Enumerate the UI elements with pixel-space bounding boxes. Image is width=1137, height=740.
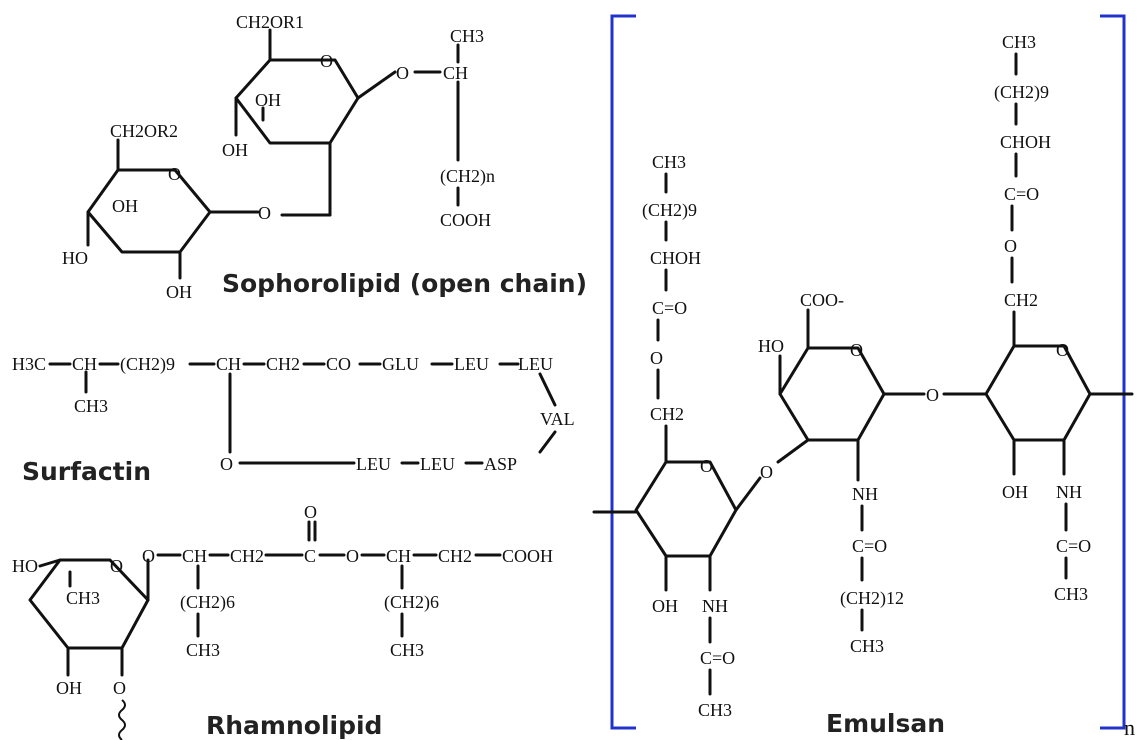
- surfactin-o: O: [220, 454, 233, 474]
- rhamnolipid-oh: OH: [56, 678, 82, 698]
- surfactin-ch2-9: (CH2)9: [120, 354, 175, 375]
- sophorolipid-o-link-top: O: [396, 63, 409, 83]
- sophorolipid-ch: CH: [443, 63, 468, 83]
- emulsan-label: Emulsan: [826, 709, 945, 738]
- surfactin-ch3: CH3: [74, 396, 108, 416]
- emulsan-repeat-n: n: [1124, 715, 1135, 740]
- surfactin-structure: H3C CH CH3 (CH2)9 CH CH2 CO GLU LEU LEU …: [12, 354, 575, 486]
- emulsan-coo: COO-: [800, 290, 844, 310]
- rhamnolipid-wavy-bond: [118, 699, 126, 740]
- sophorolipid-label: Sophorolipid (open chain): [222, 269, 587, 298]
- emulsan-ch3-1: CH3: [698, 700, 732, 720]
- emulsan-ch3-2: CH3: [850, 636, 884, 656]
- sophorolipid-ring-o-lower: O: [168, 164, 181, 184]
- rhamnolipid-ring-o: O: [110, 556, 123, 576]
- emulsan-left-chain-ch2: CH2: [650, 404, 684, 424]
- emulsan-left-chain-o: O: [650, 348, 663, 368]
- surfactin-leu-2: LEU: [518, 354, 553, 374]
- sophorolipid-structure: CH2OR1 O O CH3 CH (CH2)n COOH OH OH CH2O…: [62, 12, 587, 302]
- rhamnolipid-ch2-6-a: (CH2)6: [180, 592, 235, 613]
- sophorolipid-cooh: COOH: [440, 210, 491, 230]
- rhamnolipid-ho: HO: [12, 556, 38, 576]
- emulsan-right-ring-o: O: [1056, 340, 1069, 360]
- sophorolipid-oh-upper-2: OH: [222, 140, 248, 160]
- sophorolipid-ring-o-upper: O: [320, 51, 333, 71]
- emulsan-left-chain-choh: CHOH: [650, 248, 701, 268]
- emulsan-ch2-12: (CH2)12: [840, 588, 904, 609]
- emulsan-ch3-3: CH3: [1054, 584, 1088, 604]
- sophorolipid-ch2or1: CH2OR1: [236, 12, 304, 32]
- emulsan-left-bracket: [610, 14, 636, 730]
- sophorolipid-lower-ring: [86, 168, 212, 254]
- emulsan-oh-1: OH: [652, 596, 678, 616]
- surfactin-ch-2: CH: [216, 354, 241, 374]
- rhamnolipid-ch3-b: CH3: [390, 640, 424, 660]
- rhamnolipid-ch3: CH3: [66, 588, 100, 608]
- surfactin-co: CO: [326, 354, 351, 374]
- rhamnolipid-ch-2: CH: [386, 546, 411, 566]
- rhamnolipid-ch2-1: CH2: [230, 546, 264, 566]
- sophorolipid-ch3: CH3: [450, 26, 484, 46]
- emulsan-c-eq-o-2: C=O: [852, 536, 887, 556]
- emulsan-c-eq-o-3: C=O: [1056, 536, 1091, 556]
- emulsan-right-chain-o: O: [1004, 236, 1017, 256]
- rhamnolipid-c: C: [304, 546, 316, 566]
- rhamnolipid-o-ester: O: [346, 546, 359, 566]
- emulsan-left-chain-c-eq-o: C=O: [652, 298, 687, 318]
- emulsan-left-ring-o: O: [700, 456, 713, 476]
- surfactin-glu: GLU: [382, 354, 419, 374]
- emulsan-ho: HO: [758, 336, 784, 356]
- surfactin-leu-4: LEU: [420, 454, 455, 474]
- sophorolipid-ho-lower: HO: [62, 248, 88, 268]
- emulsan-right-ring: [984, 344, 1092, 442]
- rhamnolipid-o-link: O: [142, 546, 155, 566]
- surfactin-label: Surfactin: [22, 457, 151, 486]
- sophorolipid-ch2or2: CH2OR2: [110, 121, 178, 141]
- rhamnolipid-o-bottom: O: [113, 678, 126, 698]
- emulsan-c-eq-o-1: C=O: [700, 648, 735, 668]
- surfactin-ch2: CH2: [266, 354, 300, 374]
- surfactin-ch-1: CH: [72, 354, 97, 374]
- emulsan-right-chain-choh: CHOH: [1000, 132, 1051, 152]
- rhamnolipid-structure: O HO CH3 OH O O CH CH2 C O O CH CH2 COOH…: [12, 502, 553, 740]
- surfactin-leu-1: LEU: [454, 354, 489, 374]
- rhamnolipid-ch-1: CH: [182, 546, 207, 566]
- emulsan-nh-2: NH: [852, 484, 878, 504]
- emulsan-middle-ring: [778, 346, 886, 442]
- emulsan-structure: n CH3 (CH2)9 CHOH C=O O CH2 O OH NH C=O …: [592, 14, 1135, 740]
- rhamnolipid-label: Rhamnolipid: [206, 711, 382, 740]
- emulsan-o-glyco-1: O: [760, 462, 773, 482]
- emulsan-nh-1: NH: [702, 596, 728, 616]
- emulsan-right-chain-ch2: CH2: [1004, 290, 1038, 310]
- surfactin-h3c: H3C: [12, 354, 46, 374]
- sophorolipid-ch2n: (CH2)n: [440, 166, 495, 187]
- rhamnolipid-ch2-2: CH2: [438, 546, 472, 566]
- emulsan-right-chain-ch2-9: (CH2)9: [994, 82, 1049, 103]
- emulsan-left-ring: [634, 460, 738, 558]
- emulsan-right-chain-ch3: CH3: [1002, 32, 1036, 52]
- rhamnolipid-ch2-6-b: (CH2)6: [384, 592, 439, 613]
- emulsan-oh-2: OH: [1002, 482, 1028, 502]
- rhamnolipid-cooh: COOH: [502, 546, 553, 566]
- emulsan-right-chain-c-eq-o: C=O: [1004, 184, 1039, 204]
- sophorolipid-oh-lower-1: OH: [112, 196, 138, 216]
- surfactin-leu-3: LEU: [356, 454, 391, 474]
- emulsan-nh-3: NH: [1056, 482, 1082, 502]
- emulsan-right-bracket: [1100, 14, 1126, 730]
- emulsan-middle-ring-o: O: [850, 340, 863, 360]
- surfactin-asp: ASP: [484, 454, 517, 474]
- sophorolipid-o-link-bottom: O: [258, 203, 271, 223]
- sophorolipid-oh-lower-2: OH: [166, 282, 192, 302]
- emulsan-left-chain-ch3: CH3: [652, 152, 686, 172]
- emulsan-left-chain-ch2-9: (CH2)9: [642, 200, 697, 221]
- rhamnolipid-o-carbonyl: O: [304, 502, 317, 522]
- rhamnolipid-ch3-a: CH3: [186, 640, 220, 660]
- emulsan-o-glyco-2: O: [926, 385, 939, 405]
- sophorolipid-oh-upper-1: OH: [255, 90, 281, 110]
- surfactin-val: VAL: [540, 409, 575, 429]
